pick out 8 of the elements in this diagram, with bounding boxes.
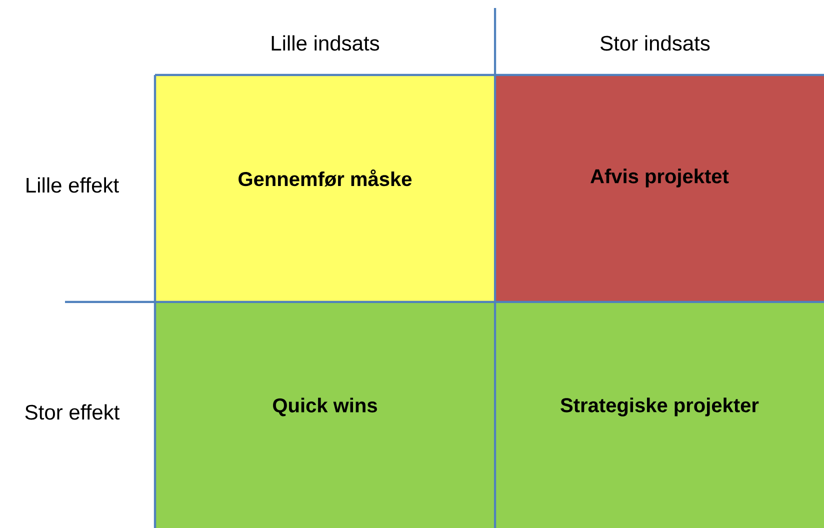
quadrant-box: Quick wins — [155, 302, 495, 528]
header-label: Stor indsats — [600, 35, 710, 51]
header-label: Lille indsats — [272, 35, 380, 51]
quadrant-box: Afvis projektet — [495, 75, 824, 302]
quadrant-box: Strategiske projekter — [495, 302, 824, 528]
row-label: Stor effekt — [25, 404, 120, 420]
row-label: Lille effekt — [26, 177, 119, 193]
quadrant-box: Gennemfør måske — [155, 75, 495, 302]
